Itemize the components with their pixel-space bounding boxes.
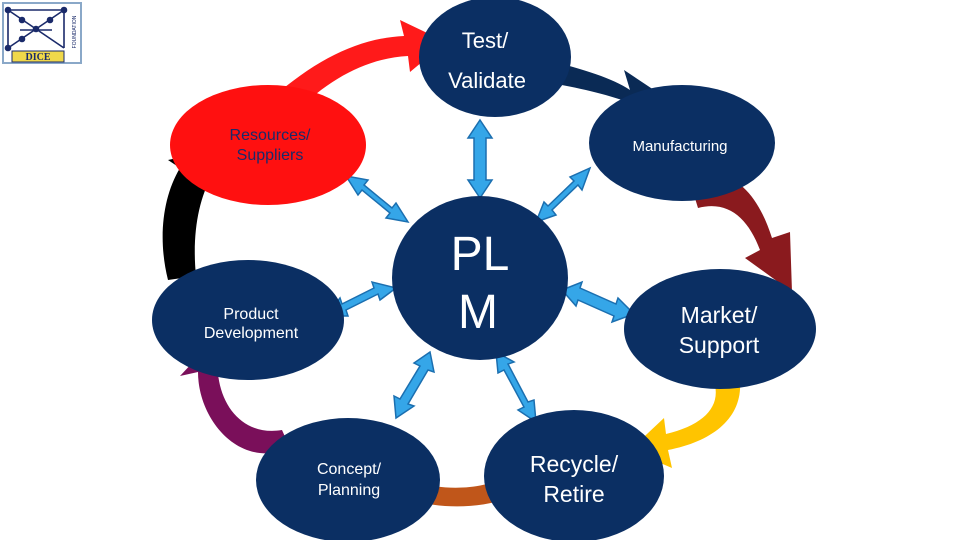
node-market-support: Market/ Support <box>624 269 816 389</box>
node-product-development: Product Development <box>152 260 344 380</box>
dice-logo: DICE FOUNDATION <box>2 2 82 64</box>
spoke-arrow-test <box>466 118 494 200</box>
arrow-market-to-recycle <box>630 362 741 468</box>
label-support: Support <box>679 332 760 358</box>
spoke-arrow-recycle <box>495 350 537 424</box>
label-manufacturing: Manufacturing <box>632 138 727 155</box>
spoke-arrow-market <box>560 280 636 324</box>
spoke-arrow-resources <box>344 174 410 224</box>
label-recycle: Recycle/ <box>530 451 619 477</box>
node-plm-center: PL M <box>392 196 568 360</box>
spoke-arrow-manufacturing <box>534 166 592 224</box>
label-product: Product <box>223 306 279 323</box>
node-recycle-retire: Recycle/ Retire <box>484 410 664 540</box>
logo-network-icon <box>4 6 68 52</box>
label-planning: Planning <box>318 482 380 499</box>
center-label-line1: PL <box>451 228 510 281</box>
label-test: Test/ <box>462 28 509 53</box>
label-resources: Resources/ <box>230 127 311 144</box>
label-concept: Concept/ <box>317 461 382 478</box>
label-suppliers: Suppliers <box>237 147 304 164</box>
node-test-validate: Test/ Validate <box>419 0 571 117</box>
label-development: Development <box>204 325 299 342</box>
label-retire: Retire <box>543 481 604 507</box>
logo-side-text: FOUNDATION <box>72 15 78 48</box>
node-manufacturing: Manufacturing <box>589 85 775 201</box>
spoke-arrow-concept <box>393 350 435 420</box>
arrow-manufacturing-to-market <box>690 175 792 292</box>
arrow-resources-to-test <box>272 20 446 112</box>
label-validate: Validate <box>448 68 526 93</box>
center-label-line2: M <box>458 286 498 339</box>
logo-text: DICE <box>25 52 50 63</box>
arrow-product-to-resources <box>162 150 228 280</box>
node-concept-planning: Concept/ Planning <box>256 418 440 540</box>
label-market: Market/ <box>681 302 758 328</box>
node-resources-suppliers: Resources/ Suppliers <box>170 85 366 205</box>
